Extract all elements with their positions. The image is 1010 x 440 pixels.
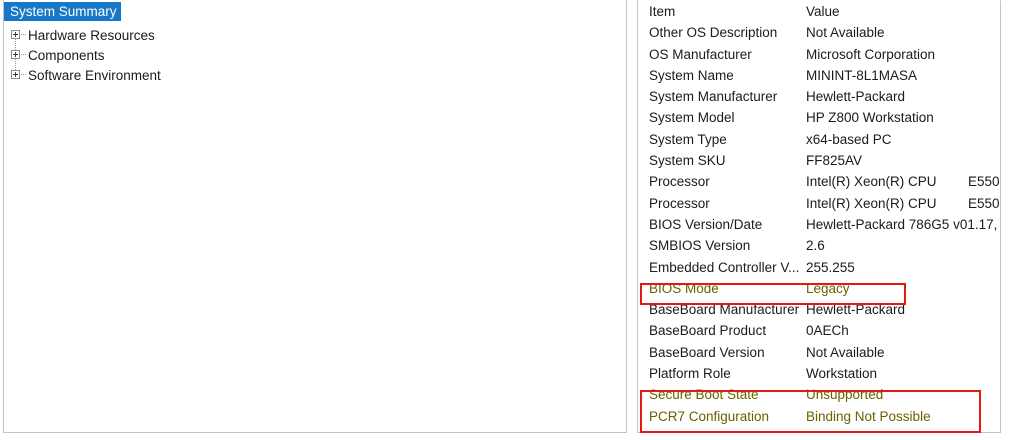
detail-row-item: BaseBoard Version (649, 344, 765, 360)
tree-connector-line (15, 65, 16, 70)
detail-row[interactable]: Platform Role Workstation (638, 363, 1000, 384)
detail-row-value: 2.6 (806, 238, 825, 254)
detail-row-item: Processor (649, 195, 710, 211)
tree-item-software-environment[interactable]: Software Environment (4, 65, 161, 85)
tree-connector-line (15, 39, 16, 45)
detail-row[interactable]: System Model HP Z800 Workstation (638, 107, 1000, 128)
detail-row-value: Workstation (806, 366, 878, 382)
detail-row-item: System Model (649, 110, 735, 126)
detail-row[interactable]: PCR7 Configuration Binding Not Possible (638, 406, 1000, 427)
plus-icon-box (11, 50, 20, 59)
detail-row-item: Platform Role (649, 366, 731, 382)
detail-row-item: BIOS Version/Date (649, 216, 763, 232)
detail-row-item: Embedded Controller V... (649, 259, 800, 275)
detail-row-value: x64-based PC (806, 131, 892, 147)
detail-row-item: PCR7 Configuration (649, 408, 770, 424)
detail-row-item: System Manufacturer (649, 89, 778, 105)
detail-row[interactable]: BaseBoard Version Not Available (638, 342, 1000, 363)
detail-row[interactable]: BIOS Mode Legacy (638, 278, 1000, 299)
detail-row[interactable]: Other OS Description Not Available (638, 22, 1000, 43)
detail-row-value: Intel(R) Xeon(R) CPU (806, 195, 937, 211)
detail-row-value: HP Z800 Workstation (806, 110, 934, 126)
detail-row[interactable]: Processor Intel(R) Xeon(R) CPU E5506 (638, 193, 1000, 214)
detail-row[interactable]: System SKU FF825AV (638, 150, 1000, 171)
detail-row-item: SMBIOS Version (649, 238, 751, 254)
tree-connector-line (21, 74, 26, 75)
detail-row-value: Hewlett-Packard 786G5 v01.17, 8/ (806, 216, 1001, 232)
tree-connector-line (15, 45, 16, 50)
detail-row[interactable]: Secure Boot State Unsupported (638, 384, 1000, 405)
detail-row-item: OS Manufacturer (649, 46, 752, 62)
detail-row-item: Other OS Description (649, 25, 778, 41)
column-header-value[interactable]: Value (806, 4, 840, 19)
detail-row-value: Not Available (806, 344, 885, 360)
detail-row[interactable]: Processor Intel(R) Xeon(R) CPU E5506 (638, 171, 1000, 192)
detail-row[interactable]: BaseBoard Product 0AECh (638, 320, 1000, 341)
detail-row[interactable]: System Name MININT-8L1MASA (638, 65, 1000, 86)
detail-row[interactable]: BIOS Version/Date Hewlett-Packard 786G5 v… (638, 214, 1001, 235)
detail-row-value: Hewlett-Packard (806, 89, 906, 105)
detail-row-value: Legacy (806, 280, 850, 296)
detail-row-value: Hewlett-Packard (806, 302, 906, 318)
detail-row-item: System Name (649, 67, 734, 83)
detail-row-value: Microsoft Corporation (806, 46, 936, 62)
detail-row-value: MININT-8L1MASA (806, 67, 918, 83)
detail-row[interactable]: BaseBoard Manufacturer Hewlett-Packard (638, 299, 1000, 320)
plus-icon[interactable] (4, 25, 27, 45)
plus-icon-box (11, 70, 20, 79)
detail-row-item: Secure Boot State (649, 387, 759, 403)
plus-icon-box (11, 30, 20, 39)
system-summary-tree-panel: System Summary Hardware Resources Compon… (3, 0, 627, 433)
detail-header-row: Item Value (638, 1, 1000, 22)
tree-connector-line (21, 34, 26, 35)
detail-row-item: Processor (649, 174, 710, 190)
detail-row-item: System SKU (649, 153, 726, 169)
detail-row-value: 0AECh (806, 323, 849, 339)
plus-icon[interactable] (4, 45, 27, 65)
detail-row[interactable]: OS Manufacturer Microsoft Corporation (638, 44, 1000, 65)
tree-item-hardware-resources[interactable]: Hardware Resources (4, 25, 155, 45)
detail-row-item: BIOS Mode (649, 280, 719, 296)
detail-row-item: BaseBoard Manufacturer (649, 302, 800, 318)
tree-item-label: Software Environment (28, 67, 161, 83)
detail-row[interactable]: System Type x64-based PC (638, 129, 1000, 150)
detail-row-value-extra: E5506 (968, 195, 1000, 211)
tree-item-label: Hardware Resources (28, 27, 155, 43)
tree-item-label: System Summary (10, 4, 117, 19)
detail-row-value: 255.255 (806, 259, 855, 275)
detail-row-value: Binding Not Possible (806, 408, 931, 424)
plus-icon[interactable] (4, 65, 27, 85)
detail-row-value: Unsupported (806, 387, 884, 403)
detail-row[interactable]: Embedded Controller V... 255.255 (638, 257, 1000, 278)
detail-row-value: Not Available (806, 25, 885, 41)
detail-row-value: Intel(R) Xeon(R) CPU (806, 174, 937, 190)
detail-row-value-extra: E5506 (968, 174, 1000, 190)
detail-row-item: BaseBoard Product (649, 323, 767, 339)
detail-row[interactable]: System Manufacturer Hewlett-Packard (638, 86, 1000, 107)
tree-item-label: Components (28, 47, 105, 63)
tree-item-system-summary[interactable]: System Summary (4, 2, 121, 21)
column-header-item[interactable]: Item (649, 4, 676, 19)
detail-row-item: System Type (649, 131, 727, 147)
tree-connector-line (21, 54, 26, 55)
detail-row[interactable]: SMBIOS Version 2.6 (638, 235, 1000, 256)
tree-item-components[interactable]: Components (4, 45, 105, 65)
tree-connector-line (15, 59, 16, 65)
detail-row-value: FF825AV (806, 153, 863, 169)
